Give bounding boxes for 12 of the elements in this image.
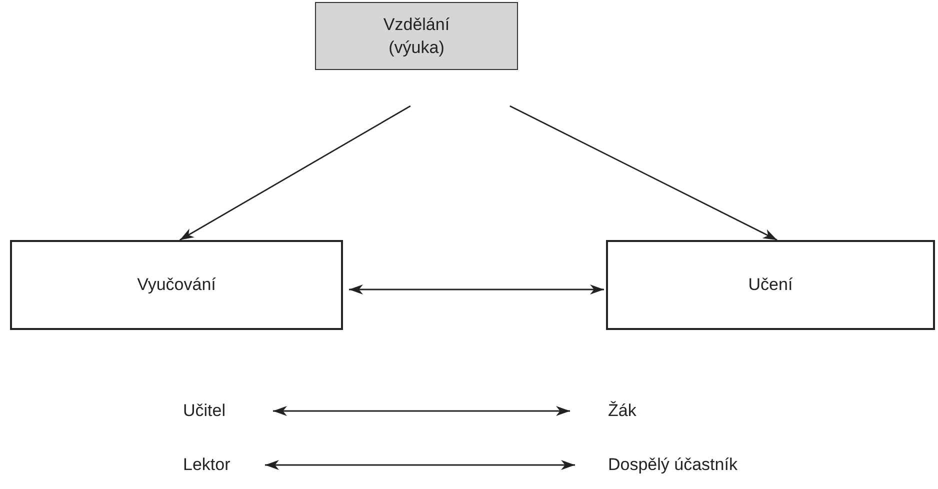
concept-box: Vyučování xyxy=(10,240,343,330)
arrow xyxy=(273,406,570,416)
arrow xyxy=(349,284,604,294)
arrow xyxy=(510,105,778,241)
concept-box: Vzdělání (výuka) xyxy=(315,2,518,70)
concept-box: Učení xyxy=(606,240,935,330)
role-label: Dospělý účastník xyxy=(608,454,778,476)
role-label: Učitel xyxy=(183,400,243,422)
role-label: Žák xyxy=(608,400,648,422)
arrow xyxy=(179,105,411,241)
role-label: Lektor xyxy=(183,454,243,476)
arrow xyxy=(265,460,575,470)
